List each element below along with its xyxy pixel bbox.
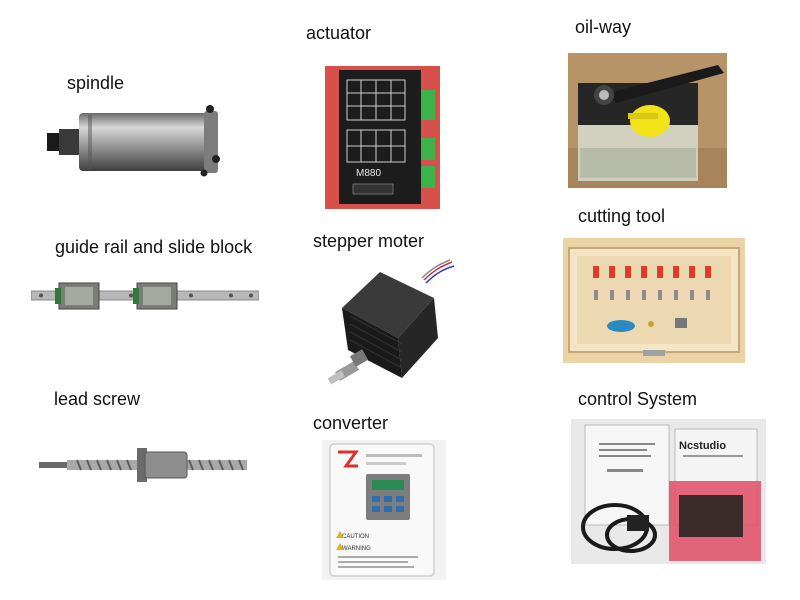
actuator-model-text: M880	[356, 168, 381, 179]
guide-rail-photo	[31, 282, 259, 310]
cutting-tool-label: cutting tool	[578, 206, 666, 226]
actuator-label: actuator	[306, 23, 372, 43]
spindle-photo	[47, 105, 220, 177]
stepper-motor-label: stepper moter	[313, 231, 425, 251]
guide-rail-label: guide rail and slide block	[55, 237, 253, 257]
oil-way-label: oil-way	[575, 17, 632, 37]
lead-screw-label: lead screw	[54, 389, 141, 409]
actuator-photo: M880	[325, 66, 440, 209]
converter-label: converter	[313, 413, 389, 433]
control-brand-text: Ncstudio	[679, 440, 726, 452]
converter-caution-text: CAUTION	[342, 534, 369, 540]
cutting-tool-photo	[563, 238, 745, 363]
control-system-photo: Ncstudio	[571, 419, 766, 564]
converter-photo: CAUTION WARNING	[322, 440, 446, 580]
control-system-label: control System	[578, 389, 698, 409]
stepper-motor-photo	[327, 259, 455, 385]
spindle-label: spindle	[67, 73, 125, 93]
oil-way-photo	[568, 53, 727, 188]
lead-screw-photo	[39, 448, 247, 482]
converter-warning-text: WARNING	[342, 546, 371, 552]
